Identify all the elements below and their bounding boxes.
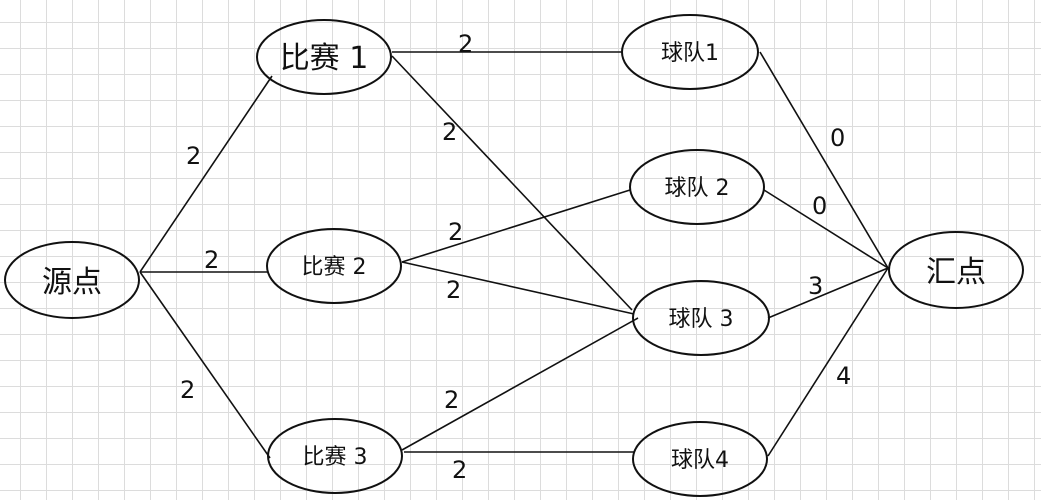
node-team3: 球队 3 <box>632 280 770 356</box>
cap-team2-sink: 0 <box>812 192 827 220</box>
edge-source-game1 <box>139 75 273 273</box>
node-team2-label: 球队 2 <box>665 176 730 201</box>
node-team3-label: 球队 3 <box>669 307 734 332</box>
node-sink-label: 汇点 <box>926 255 986 290</box>
edge-team3-sink <box>767 267 889 319</box>
edge-team1-sink <box>759 51 889 269</box>
capacity-labels: 2 2 2 2 2 2 2 2 2 0 0 3 4 <box>180 30 851 484</box>
cap-team1-sink: 0 <box>830 124 845 152</box>
cap-game3-team3: 2 <box>444 386 459 414</box>
node-sink: 汇点 <box>888 231 1024 309</box>
cap-game3-team4: 2 <box>452 456 467 484</box>
node-game3-label: 比赛 3 <box>303 445 368 470</box>
cap-game2-team2: 2 <box>448 218 463 246</box>
cap-game1-team1: 2 <box>458 30 473 58</box>
node-source: 源点 <box>4 241 140 319</box>
cap-team4-sink: 4 <box>836 362 851 390</box>
edge-game1-team3 <box>391 55 633 311</box>
cap-game1-team3: 2 <box>442 118 457 146</box>
node-game2-label: 比赛 2 <box>302 255 367 280</box>
node-team1-label: 球队1 <box>661 41 719 66</box>
node-team1: 球队1 <box>621 14 759 90</box>
cap-source-game3: 2 <box>180 376 195 404</box>
node-source-label: 源点 <box>42 265 102 300</box>
edge-source-game3 <box>139 271 271 459</box>
cap-team3-sink: 3 <box>808 272 823 300</box>
node-team4-label: 球队4 <box>671 448 729 473</box>
node-team2: 球队 2 <box>629 149 765 225</box>
node-game3: 比赛 3 <box>267 418 403 494</box>
cap-game2-team3: 2 <box>446 276 461 304</box>
edge-team4-sink <box>767 267 889 457</box>
cap-source-game2: 2 <box>204 246 219 274</box>
node-game2: 比赛 2 <box>266 228 402 304</box>
node-team4: 球队4 <box>632 421 768 497</box>
edges <box>139 51 889 459</box>
edge-game3-team3 <box>401 317 639 451</box>
edge-team2-sink <box>763 189 889 269</box>
node-game1-label: 比赛 1 <box>280 41 369 76</box>
cap-source-game1: 2 <box>186 142 201 170</box>
edge-game2-team2 <box>401 189 631 263</box>
edge-game2-team3 <box>401 261 635 315</box>
node-game1: 比赛 1 <box>256 19 392 95</box>
